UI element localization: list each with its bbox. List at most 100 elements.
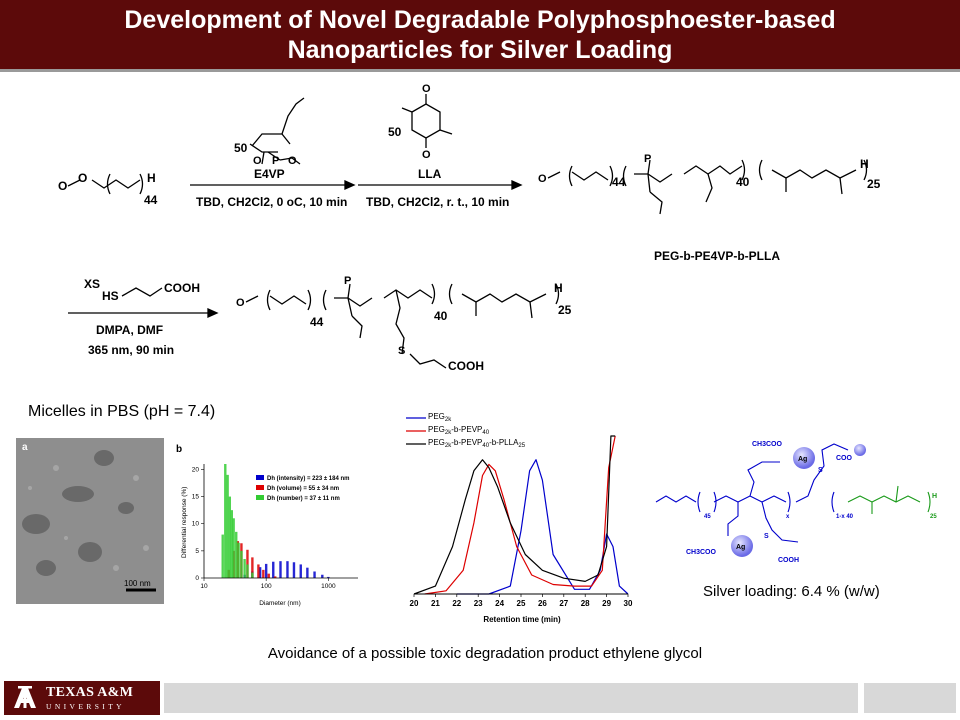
dls-bar: [267, 573, 270, 578]
product2-n1: 44: [310, 315, 324, 329]
reaction-scheme: O O H 44 50 O P O E4VP TBD, CH2Cl2, 0 oC…: [58, 83, 881, 373]
footer-bar: [164, 683, 858, 713]
dls-bar: [251, 557, 254, 578]
dls-bar: [262, 569, 265, 578]
dls-legend-entry: Dh (volume) = 55 ± 34 nm: [267, 486, 339, 492]
logo-university: UNIVERSITY: [46, 701, 125, 711]
dls-bar: [258, 567, 262, 578]
svg-text:O: O: [58, 179, 67, 193]
cooh-label: COOH: [778, 557, 799, 564]
dls-chart-svg: b Differential response (%) Diameter (nm…: [176, 444, 358, 607]
gpc-legend-entry: PEG2k-b-PEVP40-b-PLLA25: [428, 438, 526, 449]
s-top: S: [818, 467, 823, 474]
dls-legend-swatch: [256, 495, 264, 500]
dls-y-tick-label: 20: [192, 466, 200, 473]
ag-ion-small: [854, 444, 866, 456]
slide-title-line-2: Nanoparticles for Silver Loading: [287, 35, 673, 64]
step3-conditions-2: 365 nm, 90 min: [88, 343, 174, 357]
scale-bar-label: 100 nm: [124, 579, 151, 588]
step1-conditions: TBD, CH2Cl2, 0 oC, 10 min: [196, 195, 347, 209]
product1-name: PEG-b-PE4VP-b-PLLA: [654, 249, 780, 263]
dls-x-tick-label: 100: [261, 583, 272, 590]
dls-bar: [286, 561, 289, 578]
gpc-x-tick-label: 30: [624, 599, 633, 608]
dls-bar: [272, 561, 275, 578]
svg-text:O: O: [288, 155, 297, 167]
gpc-legend-entry: PEG2k: [428, 412, 452, 423]
svg-text:O: O: [422, 83, 431, 95]
thiol-cooh: COOH: [164, 281, 200, 295]
dls-bar: [235, 531, 238, 578]
step2-conditions: TBD, CH2Cl2, r. t., 10 min: [366, 195, 509, 209]
dls-bar: [243, 559, 246, 578]
dls-bar: [257, 564, 260, 578]
gpc-x-tick-label: 28: [581, 599, 590, 608]
ch3coo-bottom: CH3COO: [686, 549, 717, 556]
dls-x-tick-label: 1000: [321, 583, 336, 590]
dls-y-tick-label: 10: [192, 521, 200, 528]
gpc-x-tick-label: 23: [474, 599, 483, 608]
gpc-x-tick-label: 24: [495, 599, 504, 608]
tamu-logo[interactable]: TEXAS A&M UNIVERSITY: [4, 681, 160, 715]
lla-equiv: 50: [388, 125, 402, 139]
gpc-x-tick-label: 26: [538, 599, 547, 608]
gpc-x-tick-label: 21: [431, 599, 440, 608]
e4vp-equiv: 50: [234, 141, 248, 155]
product2-end: H: [554, 281, 563, 295]
dls-bar: [221, 534, 224, 578]
product1-n1: 44: [612, 175, 626, 189]
dls-y-label: Differential response (%): [181, 487, 188, 558]
dls-bar: [274, 576, 277, 578]
gpc-series-line: [424, 435, 616, 595]
dls-x-tick-label: 10: [200, 583, 208, 590]
avoidance-caption: Avoidance of a possible toxic degradatio…: [267, 645, 703, 662]
svg-text:P: P: [644, 153, 651, 165]
ag-label-top: Ag: [798, 456, 807, 463]
n-1x40: 1-x 40: [836, 514, 854, 520]
tem-image: a 100 nm: [16, 438, 164, 604]
gpc-x-tick-label: 27: [559, 599, 568, 608]
dls-bar: [246, 564, 249, 578]
product1-n3: 25: [867, 177, 881, 191]
logo-text: TEXAS A&M UNIVERSITY: [46, 684, 134, 711]
logo-name: TEXAS A&M: [46, 684, 134, 700]
n-25: 25: [930, 514, 937, 520]
step3-conditions-1: DMPA, DMF: [96, 323, 163, 337]
product2-n2: 40: [434, 309, 448, 323]
tem-micrograph: a 100 nm: [16, 438, 164, 604]
svg-text:O: O: [78, 171, 87, 185]
dls-y-tick-label: 15: [192, 494, 200, 501]
dls-bar: [232, 518, 235, 578]
thiol-hs: HS: [102, 289, 119, 303]
dls-bar: [228, 496, 231, 578]
peg-end-h: H: [147, 171, 156, 185]
dls-bar: [251, 572, 254, 578]
svg-text:O: O: [422, 149, 431, 161]
svg-text:O: O: [236, 297, 245, 309]
gpc-series-line: [456, 459, 629, 595]
dls-chart: b Differential response (%) Diameter (nm…: [170, 438, 366, 608]
dls-bar: [240, 550, 243, 578]
dls-bar: [299, 564, 302, 578]
dls-legend-entry: Dh (intensity) = 223 ± 184 nm: [267, 476, 350, 482]
gpc-chart-svg: PEG2kPEG2k-b-PEVP40PEG2k-b-PEVP40-b-PLLA…: [406, 412, 633, 624]
ch3coo-top: CH3COO: [752, 441, 783, 448]
product2-n3: 25: [558, 303, 572, 317]
gpc-x-tick-label: 22: [452, 599, 461, 608]
dls-legend-entry: Dh (number) = 37 ± 11 nm: [267, 496, 340, 502]
gpc-x-tick-label: 25: [517, 599, 526, 608]
e4vp-label: E4VP: [254, 167, 285, 181]
dls-bar: [226, 474, 229, 578]
dls-bar: [237, 542, 240, 578]
dls-bar: [279, 561, 282, 578]
gpc-x-tick-label: 29: [602, 599, 611, 608]
coo-top: COO: [836, 455, 853, 462]
svg-text:O: O: [253, 155, 262, 167]
dls-bar: [224, 464, 227, 578]
svg-text:P: P: [344, 275, 351, 287]
dls-y-tick-label: 0: [195, 575, 199, 582]
dls-legend-swatch: [256, 485, 264, 490]
ag-label-bottom: Ag: [736, 544, 745, 551]
tem-panel-label: a: [22, 442, 28, 453]
